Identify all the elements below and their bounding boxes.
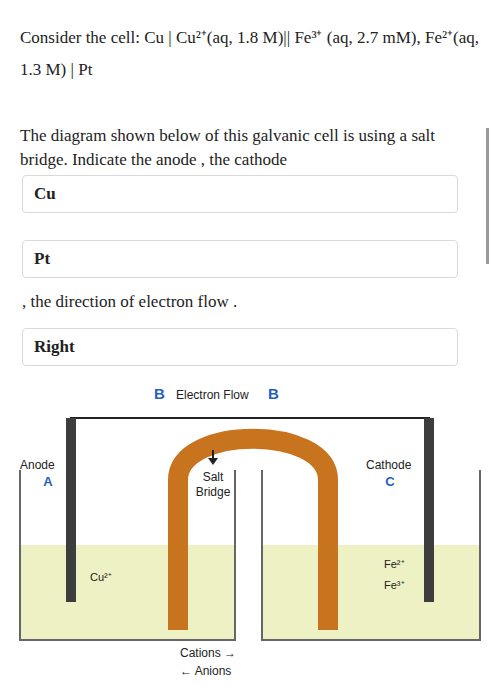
- callout-letter: A: [38, 474, 58, 490]
- salt-bridge-label: Salt Bridge: [190, 470, 236, 500]
- answer-box: Pt: [22, 240, 458, 278]
- answer-box: Cu: [22, 175, 458, 213]
- cathode-label: Cathode: [366, 458, 422, 473]
- electron-flow-label: Electron Flow: [176, 387, 266, 403]
- answer-box: Right: [22, 328, 458, 366]
- callout-letter: B: [268, 385, 284, 403]
- anode-solution: [21, 545, 234, 639]
- cations-label: Cations →: [180, 646, 260, 661]
- callout-letter: B: [154, 385, 170, 403]
- answer-text: Cu: [23, 184, 56, 204]
- ion-label: Cu²⁺: [90, 570, 130, 584]
- ion-label: Fe³⁺: [384, 578, 420, 592]
- question-text: , the direction of electron flow .: [22, 290, 322, 314]
- question-text: The diagram shown below of this galvanic…: [20, 124, 482, 172]
- scroll-bar: [486, 128, 489, 264]
- cathode-electrode: [424, 418, 434, 602]
- cathode-solution: [263, 545, 479, 639]
- question-text: Consider the cell: Cu | Cu²⁺(aq, 1.8 M)|…: [20, 22, 482, 86]
- anode-label: Anode: [20, 458, 66, 473]
- flow-arrow-head: [208, 458, 218, 465]
- ion-label: Fe²⁺: [384, 557, 420, 571]
- anode-electrode: [66, 418, 76, 602]
- callout-letter: C: [380, 474, 400, 490]
- anions-label: ← Anions: [180, 664, 260, 679]
- external-wire: [71, 418, 429, 430]
- cathode-beaker: [262, 470, 480, 640]
- anode-beaker: [20, 470, 235, 640]
- answer-text: Pt: [23, 249, 50, 269]
- answer-text: Right: [23, 337, 75, 357]
- salt-bridge: [178, 439, 328, 630]
